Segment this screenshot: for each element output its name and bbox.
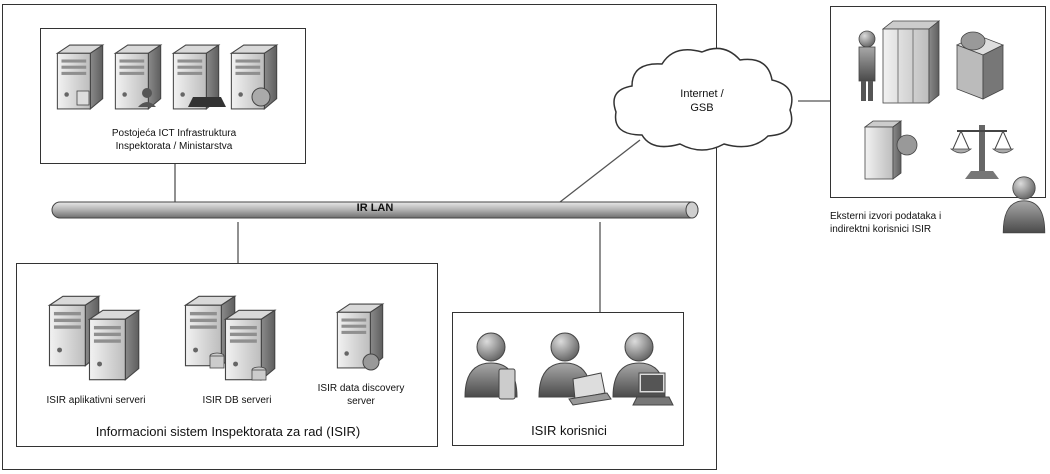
ict-label-line1: Postojeća ICT Infrastruktura [111, 128, 237, 139]
ict-servers-icon [56, 44, 278, 110]
isir-users-box: ISIR korisnici [452, 312, 684, 446]
isir-system-box: ISIR aplikativni serveri ISIR DB serveri… [16, 263, 438, 447]
ict-label-line2: Inspektorata / Ministarstva [115, 141, 233, 152]
discovery-server-icon [336, 303, 384, 371]
users-box-title: ISIR korisnici [531, 423, 607, 438]
app-servers-label: ISIR aplikativni serveri [46, 395, 146, 406]
external-label-line2: indirektni korisnici ISIR [830, 224, 932, 235]
discovery-label-line2: server [347, 396, 375, 407]
isir-box-title: Informacioni sistem Inspektorata za rad … [95, 424, 361, 439]
internet-cloud-icon [613, 47, 793, 151]
cloud-label-line2: GSB [690, 102, 714, 114]
discovery-label-line1: ISIR data discovery [317, 383, 405, 394]
cloud-label-line1: Internet / [680, 88, 724, 100]
users-icon [464, 332, 674, 406]
app-servers-icon [48, 295, 140, 381]
external-sources-box [830, 6, 1046, 198]
ict-infrastructure-box: Postojeća ICT Infrastruktura Inspektorat… [40, 28, 306, 164]
db-servers-label: ISIR DB serveri [202, 395, 272, 406]
lan-to-cloud-line [559, 139, 641, 203]
ir-lan-label: IR LAN [356, 202, 394, 214]
ir-lan-bus [51, 201, 699, 219]
external-label-line1: Eksterni izvori podataka i [830, 211, 942, 222]
indirect-user-icon [1002, 176, 1046, 234]
db-servers-icon [184, 295, 276, 381]
external-sources-icon [858, 20, 1015, 180]
